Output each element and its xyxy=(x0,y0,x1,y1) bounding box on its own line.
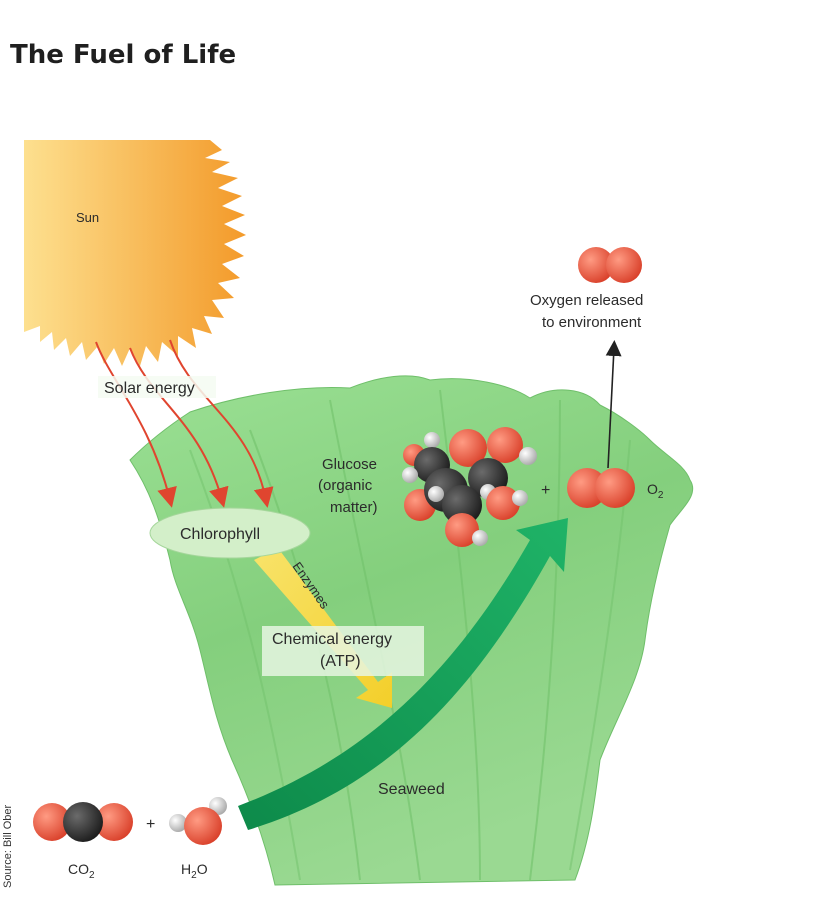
plus-glucose-o2: + xyxy=(541,482,550,499)
oxygen-label-line1: Oxygen released xyxy=(530,292,643,309)
co2-molecule-icon xyxy=(33,802,133,842)
source-credit: Source: Bill Ober xyxy=(2,804,14,888)
chlorophyll-ellipse xyxy=(149,507,311,559)
oxygen-release-arrow xyxy=(605,340,622,469)
co2-label: CO2 xyxy=(68,861,95,881)
o2-label: O2 xyxy=(647,481,664,501)
plus-co2-h2o: + xyxy=(146,816,155,833)
h2o-molecule-icon xyxy=(169,797,227,845)
solar-energy-label: Solar energy xyxy=(104,380,195,397)
chemical-energy-box xyxy=(262,626,424,676)
chemical-energy-label-line2: (ATP) xyxy=(320,653,361,670)
glucose-molecule-icon xyxy=(402,427,537,547)
page-title: The Fuel of Life xyxy=(10,40,237,70)
h2o-label: H2O xyxy=(181,861,208,881)
sun-label: Sun xyxy=(76,210,99,225)
glucose-label-line3: matter) xyxy=(330,499,378,516)
carbon-fixation-arrow xyxy=(238,518,568,830)
chlorophyll-label: Chlorophyll xyxy=(180,526,260,543)
oxygen-label-line2: to environment xyxy=(542,314,642,331)
chemical-energy-label-line1: Chemical energy xyxy=(272,631,392,648)
glucose-label-line1: Glucose xyxy=(322,456,377,473)
glucose-label-line2: (organic xyxy=(318,477,373,494)
solar-energy-arrows xyxy=(95,339,274,508)
seaweed-label: Seaweed xyxy=(378,781,445,798)
sun-icon xyxy=(24,140,246,366)
oxygen-molecule-icon xyxy=(567,468,635,508)
released-oxygen-icon xyxy=(578,247,642,283)
